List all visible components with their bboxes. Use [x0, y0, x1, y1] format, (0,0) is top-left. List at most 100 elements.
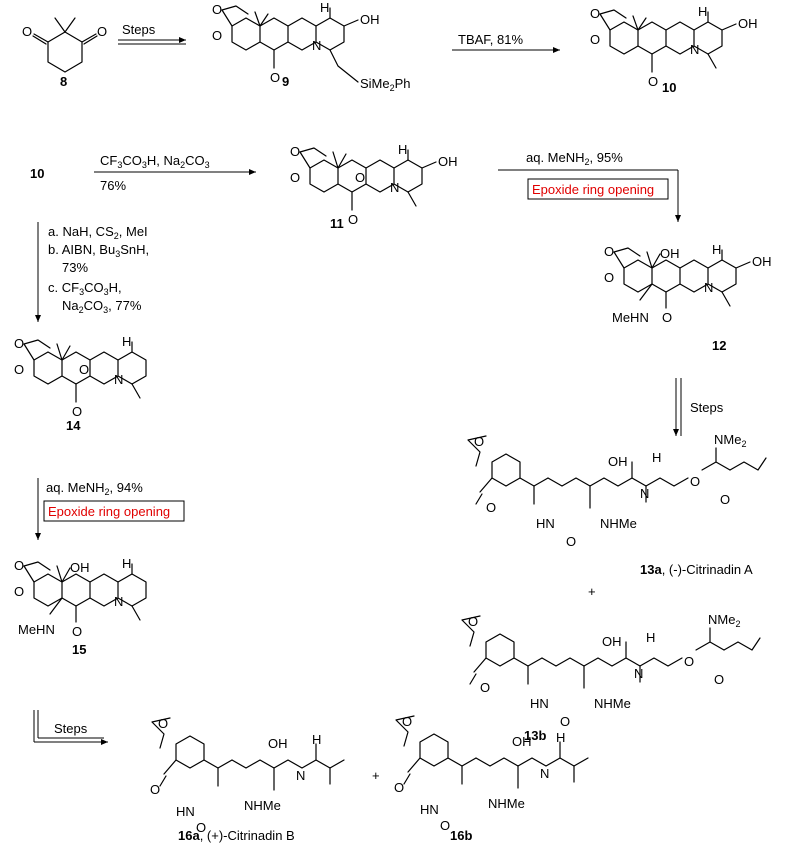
- atom-oh: OH: [438, 154, 458, 169]
- atom-n: N: [540, 766, 549, 781]
- compound-9-structure: O O H OH N O SiMe2Ph: [212, 0, 411, 93]
- atom-n: N: [390, 180, 399, 195]
- atom-o: O: [290, 144, 300, 159]
- atom-oh: OH: [360, 12, 380, 27]
- atom-o: O: [72, 624, 82, 639]
- compound-label-14: 14: [66, 418, 81, 433]
- atom-o: O: [394, 780, 404, 795]
- atom-o: O: [486, 500, 496, 515]
- condition-step-b: b. AIBN, Bu3SnH,: [48, 242, 149, 259]
- compound-13a-structure: O O HN O OH H N NHMe O O NMe2: [467, 432, 767, 549]
- atom-hn: HN: [536, 516, 555, 531]
- atom-n: N: [114, 372, 123, 387]
- atom-o: O: [714, 672, 724, 687]
- compound-8-structure: O O: [22, 17, 107, 73]
- highlight-box: [527, 178, 669, 200]
- atom-o: O: [14, 558, 24, 573]
- atom-o: O: [348, 212, 358, 227]
- atom-n: N: [296, 768, 305, 783]
- condition-steps: Steps: [54, 721, 88, 736]
- atom-o: O: [14, 584, 24, 599]
- compound-label-15: 15: [72, 642, 86, 657]
- atom-o: O: [212, 2, 222, 17]
- atom-hn: HN: [420, 802, 439, 817]
- atom-o: O: [468, 614, 478, 629]
- atom-o: O: [97, 24, 107, 39]
- atom-o: O: [480, 680, 490, 695]
- atom-o: O: [560, 714, 570, 729]
- atom-mehn: MeHN: [612, 310, 649, 325]
- atom-o: O: [402, 714, 412, 729]
- compound-label-13a: 13a, (-)-Citrinadin A: [640, 562, 753, 577]
- compound-label-12: 12: [712, 338, 726, 353]
- atom-o: O: [440, 818, 450, 833]
- atom-o: O: [150, 782, 160, 797]
- atom-oh: OH: [752, 254, 772, 269]
- atom-nhme: NHMe: [600, 516, 637, 531]
- atom-o: O: [648, 74, 658, 89]
- compound-label-16b: 16b: [450, 828, 472, 843]
- compound-label-11: 11: [330, 216, 344, 231]
- compound-15-structure: O O OH H N MeHN O: [14, 556, 147, 639]
- compound-label-10: 10: [662, 80, 676, 95]
- atom-oh: OH: [70, 560, 90, 575]
- atom-hn: HN: [530, 696, 549, 711]
- atom-n: N: [634, 666, 643, 681]
- atom-nhme: NHMe: [244, 798, 281, 813]
- atom-o: O: [604, 270, 614, 285]
- atom-o: O: [22, 24, 32, 39]
- atom-o: O: [474, 434, 484, 449]
- atom-h: H: [320, 0, 329, 15]
- atom-n: N: [704, 280, 713, 295]
- epoxide-opening-label: Epoxide ring opening: [48, 504, 170, 519]
- atom-o: O: [690, 474, 700, 489]
- compound-12-structure: O O OH H OH N MeHN O: [604, 242, 772, 325]
- atom-o: O: [604, 244, 614, 259]
- compound-label-8: 8: [60, 74, 67, 89]
- atom-o: O: [355, 170, 365, 185]
- compound-label-16a: 16a, (+)-Citrinadin B: [178, 828, 295, 843]
- compound-14-structure: O O O H N O: [14, 334, 147, 419]
- atom-n: N: [114, 594, 123, 609]
- atom-o: O: [158, 716, 168, 731]
- atom-nhme: NHMe: [488, 796, 525, 811]
- atom-h: H: [698, 4, 707, 19]
- atom-o: O: [684, 654, 694, 669]
- atom-o: O: [566, 534, 576, 549]
- atom-o: O: [270, 70, 280, 85]
- atom-o: O: [14, 362, 24, 377]
- atom-n: N: [640, 486, 649, 501]
- atom-h: H: [122, 556, 131, 571]
- compound-16b-structure: O O HN O OH H N NHMe: [394, 714, 589, 833]
- condition-step-a: a. NaH, CS2, MeI: [48, 224, 148, 241]
- condition-step-c2: Na2CO3, 77%: [62, 298, 142, 315]
- atom-oh: OH: [660, 246, 680, 261]
- compound-16a-structure: O O HN O OH H N NHMe: [150, 716, 345, 835]
- atom-hn: HN: [176, 804, 195, 819]
- atom-nme2: NMe2: [708, 612, 740, 629]
- condition-yield: 76%: [100, 178, 126, 193]
- plus-sign: +: [372, 768, 380, 783]
- condition-steps: Steps: [122, 22, 156, 37]
- atom-nme2: NMe2: [714, 432, 746, 449]
- atom-nhme: NHMe: [594, 696, 631, 711]
- atom-h: H: [122, 334, 131, 349]
- compound-label-9: 9: [282, 74, 289, 89]
- atom-oh: OH: [602, 634, 622, 649]
- atom-o: O: [72, 404, 82, 419]
- condition-yield: 73%: [62, 260, 88, 275]
- atom-o: O: [720, 492, 730, 507]
- atom-o: O: [79, 362, 89, 377]
- atom-n: N: [690, 42, 699, 57]
- condition-methylamine: aq. MeNH2, 95%: [526, 150, 623, 167]
- atom-oh: OH: [738, 16, 758, 31]
- atom-h: H: [398, 142, 407, 157]
- atom-o: O: [590, 6, 600, 21]
- atom-o: O: [196, 820, 206, 835]
- atom-h: H: [646, 630, 655, 645]
- atom-o: O: [590, 32, 600, 47]
- atom-h: H: [556, 730, 565, 745]
- atom-h: H: [312, 732, 321, 747]
- plus-sign: +: [588, 584, 596, 599]
